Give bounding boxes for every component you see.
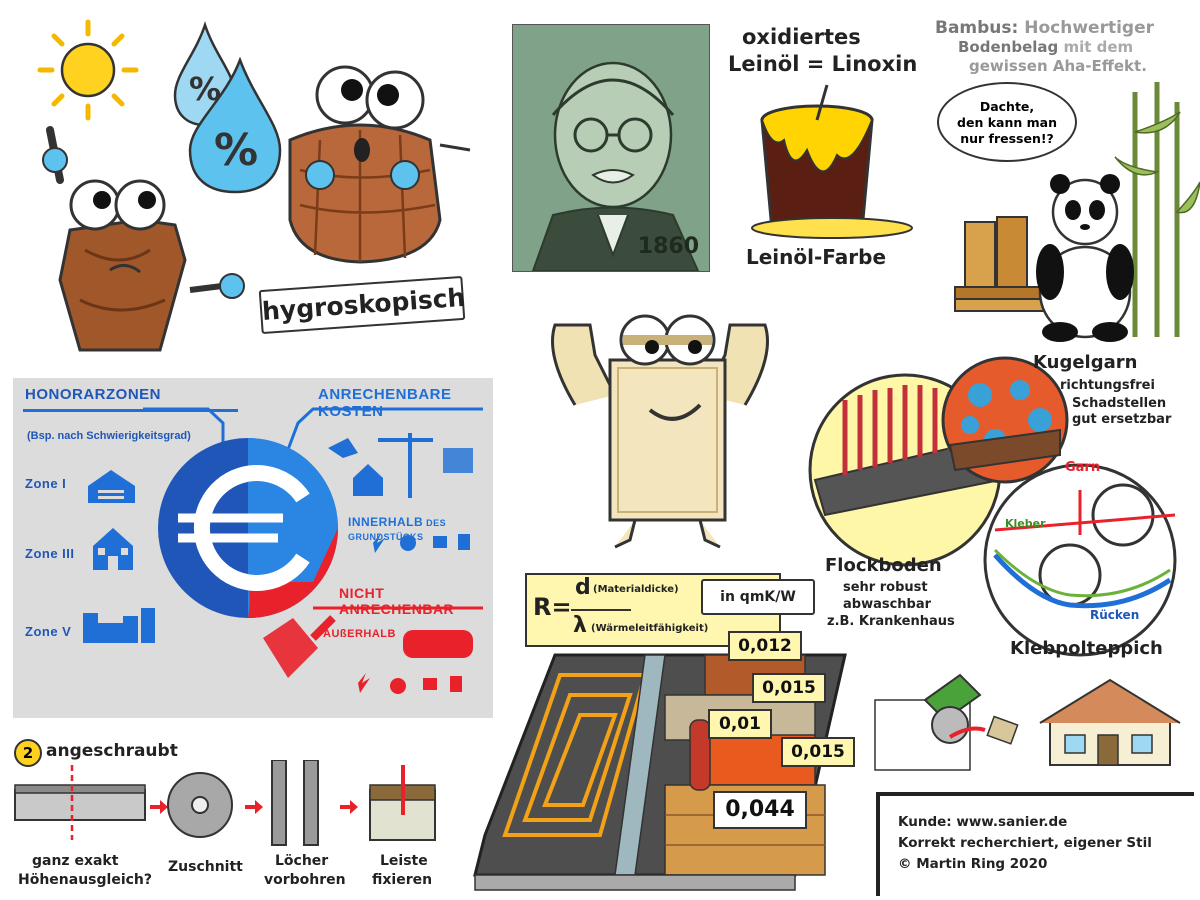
credit-client: Kunde: www.sanier.de xyxy=(898,814,1068,830)
formula-d: d xyxy=(575,575,591,600)
garage-icon xyxy=(88,470,135,503)
bamboo-panel: Bambus: Hochwertiger Bodenbelag mit dem … xyxy=(925,12,1200,342)
fees-left-title: HONORARZONEN xyxy=(25,386,161,403)
step-1-label-a: ganz exakt xyxy=(32,853,119,869)
steps-panel: 2 angeschraubt ganz exakt Höhenausgleich… xyxy=(10,735,465,900)
formula-unit: in qmK/W xyxy=(720,589,796,605)
steps-illustration xyxy=(14,760,436,846)
step-4-label-b: fixieren xyxy=(372,872,433,888)
tufting-machine-icon xyxy=(983,463,1177,657)
wood-planks-icon xyxy=(954,216,1046,312)
euro-icon xyxy=(158,438,338,618)
klebpol-title: Klebpolteppich xyxy=(1010,638,1163,659)
kugelgarn-desc-1: richtungsfrei xyxy=(1060,378,1155,393)
arrow-icon xyxy=(150,800,168,814)
formula-lambda: λ xyxy=(573,613,587,638)
drill-bit-icon xyxy=(271,760,319,846)
ruecken-label: Rücken xyxy=(1090,608,1140,622)
r-value-stone: 0,015 xyxy=(752,673,826,703)
fees-outside: AUßERHALB xyxy=(323,628,396,640)
panda-icon xyxy=(1036,174,1134,342)
kugelgarn-desc-2: Schadstellen xyxy=(1072,396,1167,411)
credit-copyright: © Martin Ring 2020 xyxy=(898,856,1048,872)
outside-icons xyxy=(263,615,473,694)
zone-1-label: Zone I xyxy=(25,476,67,491)
flock-desc-1: sehr robust xyxy=(843,580,928,595)
hygro-panel: % % xyxy=(0,0,490,370)
house-icon xyxy=(93,528,133,570)
hygro-illustration: % % xyxy=(37,19,471,352)
sun-icon xyxy=(37,19,139,121)
linseed-title-1: oxidiertes xyxy=(742,25,861,49)
step-4-label-a: Leiste xyxy=(380,853,428,869)
zone-5-label: Zone V xyxy=(25,624,72,639)
formula-lambda-note: (Wärmeleitfähigkeit) xyxy=(591,623,709,634)
house-icon xyxy=(1039,678,1181,766)
kleber-label: Kleber xyxy=(1005,517,1046,530)
fees-panel: HONORARZONEN (Bsp. nach Schwierigkeitsgr… xyxy=(13,378,493,718)
kugelgarn-desc-3: gut ersetzbar xyxy=(1072,412,1172,427)
renovation-panel xyxy=(870,665,1200,790)
saw-blade-icon xyxy=(167,772,233,838)
angle-grinder-icon xyxy=(874,673,1019,771)
step-1-label-b: Höhenausgleich? xyxy=(18,872,153,888)
construction-crane-icon xyxy=(328,433,473,498)
portrait-illustration xyxy=(531,61,700,271)
credits-box: Kunde: www.sanier.de Korrekt recherchier… xyxy=(876,792,1194,896)
flock-title: Flockboden xyxy=(825,555,942,576)
fees-left-sub: (Bsp. nach Schwierigkeitsgrad) xyxy=(27,430,191,442)
linseed-panel: oxidiertes Leinöl = Linoxin Leinöl-Farbe xyxy=(712,20,922,280)
fees-not-title: NICHT ANRECHENBAR xyxy=(339,585,455,617)
kugelgarn-title: Kugelgarn xyxy=(1033,352,1138,373)
skirting-board-icon xyxy=(14,765,146,840)
carpet-illustration xyxy=(808,356,1177,657)
r-value-parquet: 0,044 xyxy=(713,791,807,829)
credit-research: Korrekt recherchiert, eigener Stil xyxy=(898,835,1152,851)
water-drop-icon: % % xyxy=(173,21,282,194)
formula-panel: R= d (Materialdicke) λ (Wärmeleitfähigke… xyxy=(465,565,865,895)
zone-3-label: Zone III xyxy=(25,546,75,561)
formula-d-note: (Materialdicke) xyxy=(593,584,679,595)
steps-title: angeschraubt xyxy=(46,741,178,761)
step-2-label: Zuschnitt xyxy=(168,859,243,875)
step-3-label-b: vorbohren xyxy=(264,872,346,888)
panda-bamboo-illustration xyxy=(954,82,1200,342)
factory-icon xyxy=(83,608,155,643)
tile-character xyxy=(515,285,805,570)
svg-text:%: % xyxy=(214,125,258,176)
bamboo-title: Bambus: Hochwertiger xyxy=(935,18,1154,38)
utility-icons xyxy=(373,533,470,553)
tile-character-illustration xyxy=(551,314,769,549)
r-value-carpet: 0,01 xyxy=(708,709,772,739)
step-3-label-a: Löcher xyxy=(275,853,329,869)
flock-desc-3: z.B. Krankenhaus xyxy=(827,614,955,629)
fees-right-title: ANRECHENBARE KOSTEN xyxy=(318,386,452,420)
bamboo-title-3: gewissen Aha-Effekt. xyxy=(969,57,1147,75)
wood-stump-character xyxy=(42,126,245,352)
arrow-icon xyxy=(245,800,263,814)
linseed-caption: Leinöl-Farbe xyxy=(746,245,887,269)
paint-bucket-icon xyxy=(751,84,913,239)
arrow-icon xyxy=(340,800,358,814)
formula-r: R= xyxy=(533,593,572,621)
portrait-panel: 1860 xyxy=(512,24,710,272)
wood-barrel-character xyxy=(288,65,471,264)
step-number-badge: 2 xyxy=(14,739,42,767)
formula-unit-box: in qmK/W xyxy=(701,579,815,615)
speech-bubble: Dachte, den kann man nur fressen!? xyxy=(937,82,1077,162)
linseed-title-2: Leinöl = Linoxin xyxy=(728,52,918,76)
ball-yarn-carpet-icon xyxy=(941,356,1069,484)
r-value-tiles: 0,012 xyxy=(728,631,802,661)
carpet-panel: Kugelgarn richtungsfrei Schadstellen gut… xyxy=(805,340,1200,670)
garn-label: Garn xyxy=(1065,460,1101,475)
screw-fixing-icon xyxy=(369,765,436,841)
renovation-illustration xyxy=(874,673,1181,771)
portrait-year: 1860 xyxy=(637,234,699,259)
r-value-laminate: 0,015 xyxy=(781,737,855,767)
flock-desc-2: abwaschbar xyxy=(843,597,932,612)
fees-diagram xyxy=(83,407,483,694)
